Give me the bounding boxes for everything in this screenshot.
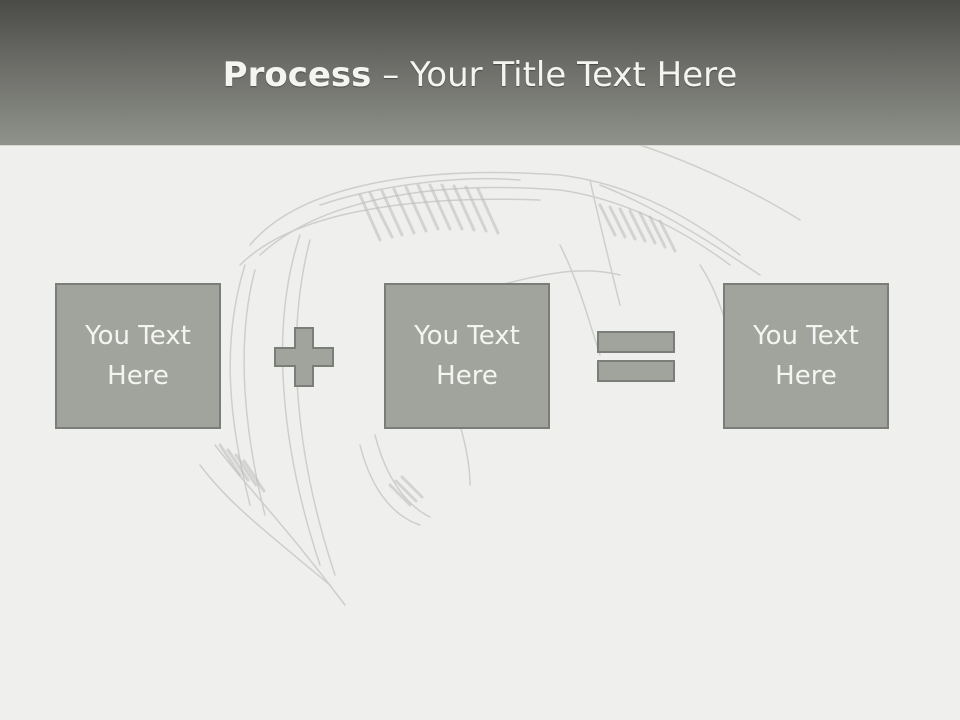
- process-box-2: You Text Here: [384, 283, 550, 429]
- process-box-3: You Text Here: [723, 283, 889, 429]
- title-rest: Your Title Text Here: [410, 55, 738, 95]
- plus-icon: [274, 327, 334, 387]
- pencil-sketch-background: [199, 145, 801, 606]
- process-box-1-label: You Text Here: [85, 321, 191, 391]
- slide-title: Process – Your Title Text Here: [0, 52, 960, 98]
- process-box-2-label: You Text Here: [414, 321, 520, 391]
- equals-icon: [597, 331, 675, 382]
- title-bar: Process – Your Title Text Here: [0, 0, 960, 145]
- title-bold: Process: [222, 55, 372, 95]
- process-box-1: You Text Here: [55, 283, 221, 429]
- process-box-3-label: You Text Here: [753, 321, 859, 391]
- title-dash: –: [371, 55, 411, 95]
